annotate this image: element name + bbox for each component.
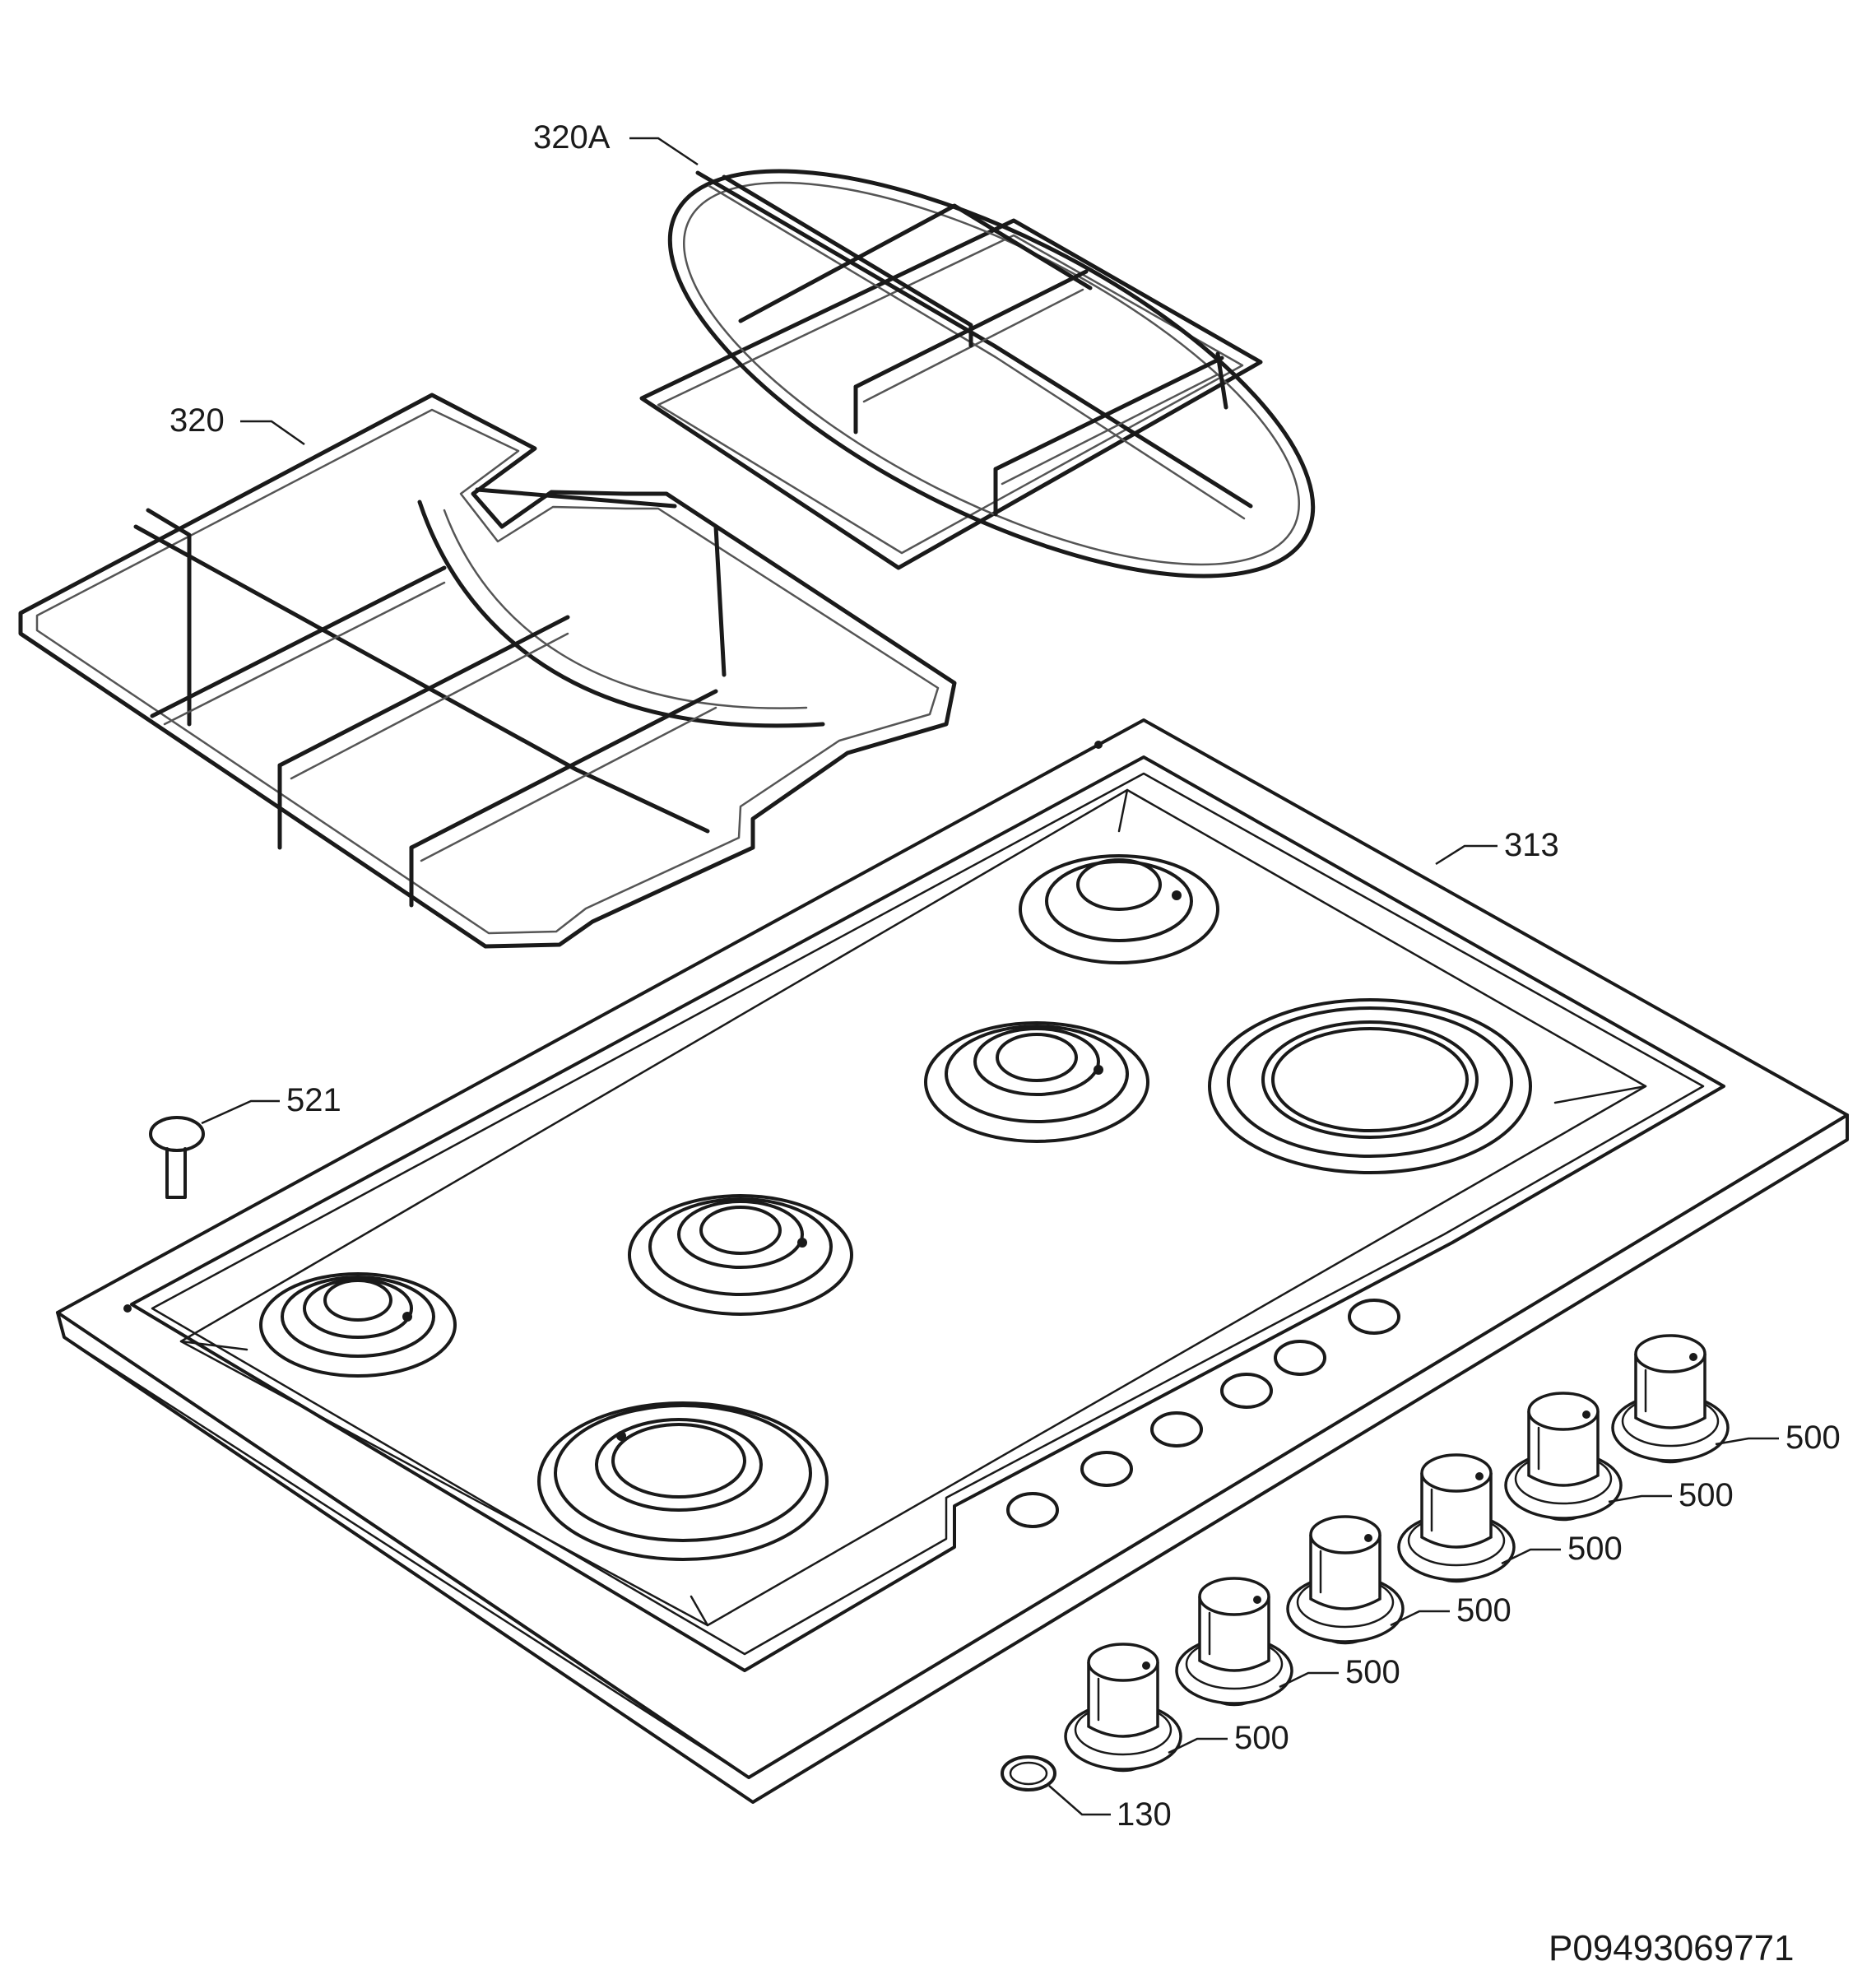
callout-521: 521 (201, 1082, 341, 1125)
callout-500-3: 500 (1390, 1592, 1511, 1629)
label-500-2: 500 (1345, 1654, 1400, 1690)
callout-500-2: 500 (1279, 1654, 1400, 1690)
callout-130: 130 (1048, 1785, 1172, 1833)
knob-holes (1006, 1299, 1400, 1528)
knob-callouts: 500 500 500 500 500 500 (1168, 1420, 1841, 1756)
label-130: 130 (1117, 1796, 1172, 1833)
document-id: P09493069771 (1549, 1928, 1795, 1968)
callout-320a: 320A (533, 119, 699, 166)
burner-mid-left (628, 1194, 853, 1316)
label-313: 313 (1504, 827, 1559, 863)
screw-521 (149, 1116, 205, 1199)
label-320: 320 (169, 402, 225, 439)
label-500-1: 500 (1234, 1720, 1289, 1756)
knob-500-6 (1611, 1334, 1730, 1464)
label-320a: 320A (533, 119, 611, 156)
callout-500-5: 500 (1608, 1477, 1734, 1513)
control-knobs (1064, 1334, 1730, 1773)
burner-mid-right (924, 1021, 1149, 1143)
burner-top (1019, 854, 1219, 964)
label-500-5: 500 (1679, 1477, 1734, 1513)
label-500-3: 500 (1456, 1592, 1511, 1629)
callout-313: 313 (1435, 827, 1559, 866)
burner-large-left (537, 1401, 829, 1561)
hob-top-313 (56, 718, 1849, 1804)
callout-320: 320 (169, 402, 305, 446)
callout-500-1: 500 (1168, 1720, 1289, 1756)
label-500-6: 500 (1785, 1420, 1841, 1456)
knob-500-1 (1064, 1643, 1182, 1773)
burner-far-left (259, 1272, 457, 1378)
callout-500-6: 500 (1715, 1420, 1841, 1456)
grate-320a (639, 169, 1316, 579)
burner-large-right (1208, 998, 1532, 1174)
seal-130 (1001, 1755, 1056, 1791)
callout-500-4: 500 (1501, 1531, 1623, 1567)
label-521: 521 (286, 1082, 341, 1118)
knob-500-3 (1286, 1515, 1405, 1645)
knob-500-2 (1175, 1577, 1293, 1707)
knob-500-4 (1397, 1453, 1516, 1583)
label-500-4: 500 (1567, 1531, 1623, 1567)
knob-500-5 (1504, 1392, 1623, 1522)
grate-320 (18, 393, 957, 949)
